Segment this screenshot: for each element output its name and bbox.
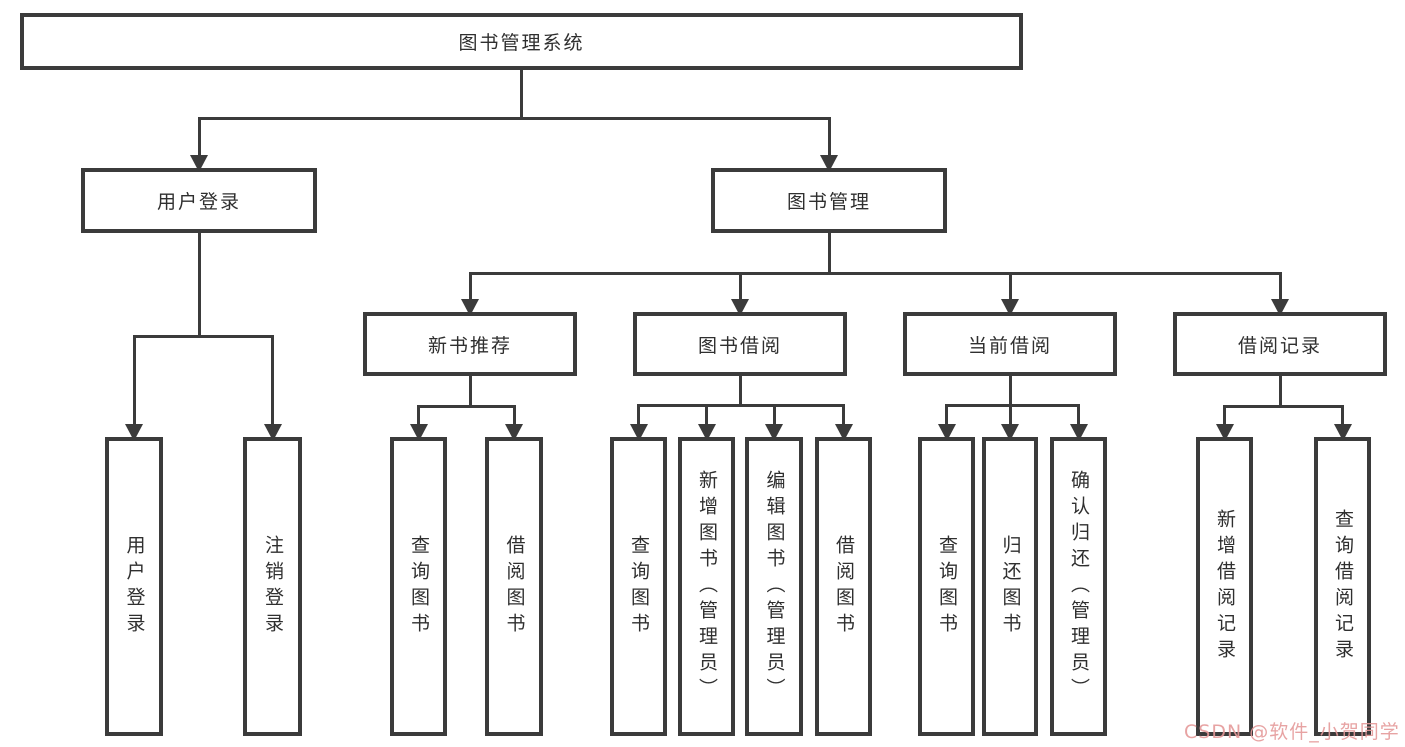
- node-query-books-2: 查询图书: [610, 437, 667, 736]
- node-borrow-books-2: 借阅图书: [815, 437, 872, 736]
- connector-drop-borrow-books-1: [512, 406, 516, 424]
- connector-drop-borrowing-records: [1278, 273, 1282, 299]
- connector-drop-query-books-1: [417, 406, 420, 424]
- connector-bar-borrowing-records: [1223, 404, 1344, 408]
- connector-drop-confirm-return-admin: [1077, 405, 1080, 424]
- connector-drop-query-borrow-record: [1341, 406, 1344, 424]
- node-user-login-leaf: 用户登录: [105, 437, 163, 736]
- connector-drop-add-borrow-record: [1223, 406, 1226, 424]
- node-edit-books-admin: 编辑图书（管理员）: [745, 437, 803, 736]
- connector-drop-query-books-2: [637, 405, 640, 424]
- arrowhead-borrow-books-1: [505, 424, 523, 441]
- connector-stem-book-borrowing: [738, 374, 742, 407]
- node-query-borrow-record: 查询借阅记录: [1314, 437, 1371, 736]
- connector-drop-logout: [271, 336, 274, 424]
- arrowhead-return-books: [1001, 424, 1019, 441]
- connector-stem-borrowing-records: [1278, 374, 1282, 408]
- connector-bar-library-system: [197, 116, 831, 120]
- node-add-books-admin: 新增图书（管理员）: [678, 437, 735, 736]
- arrowhead-borrowing-records: [1271, 299, 1289, 316]
- arrowhead-user-login: [190, 155, 208, 172]
- connector-bar-user-login: [132, 334, 274, 338]
- csdn-watermark: CSDN @软件_小贺同学: [1184, 721, 1400, 743]
- connector-drop-borrow-books-2: [842, 405, 845, 424]
- node-label-book-borrowing: 图书借阅: [697, 334, 782, 357]
- node-borrow-books-1: 借阅图书: [485, 437, 543, 736]
- arrowhead-borrow-books-2: [834, 424, 853, 441]
- connector-drop-user-login-leaf: [132, 336, 136, 424]
- connector-stem-user-login: [197, 231, 201, 338]
- node-label-library-system: 图书管理系统: [458, 32, 585, 54]
- connector-bar-book-management: [468, 271, 1282, 275]
- node-logout: 注销登录: [243, 437, 302, 736]
- node-label-borrow-books-2: 借阅图书: [833, 534, 855, 639]
- node-label-borrow-books-1: 借阅图书: [503, 534, 526, 639]
- node-label-current-borrowing: 当前借阅: [967, 334, 1052, 357]
- node-label-query-books-3: 查询图书: [936, 534, 958, 639]
- connector-drop-book-borrowing: [738, 273, 742, 299]
- arrowhead-confirm-return-admin: [1069, 424, 1088, 441]
- connector-bar-current-borrowing: [945, 403, 1080, 407]
- arrowhead-book-management: [820, 155, 838, 172]
- node-add-borrow-record: 新增借阅记录: [1196, 437, 1253, 736]
- connector-stem-book-management: [827, 231, 831, 275]
- connector-drop-edit-books-admin: [772, 405, 776, 424]
- node-return-books: 归还图书: [982, 437, 1038, 736]
- node-query-books-1: 查询图书: [390, 437, 447, 736]
- node-label-return-books: 归还图书: [999, 534, 1022, 639]
- arrowhead-logout: [263, 424, 282, 441]
- connector-drop-new-book-recommend: [468, 273, 472, 299]
- arrowhead-add-borrow-record: [1215, 424, 1234, 441]
- node-label-edit-books-admin: 编辑图书（管理员）: [763, 469, 786, 704]
- node-query-books-3: 查询图书: [918, 437, 975, 736]
- arrowhead-add-books-admin: [697, 424, 716, 441]
- node-current-borrowing: 当前借阅: [903, 312, 1117, 376]
- node-library-system: 图书管理系统: [20, 13, 1023, 70]
- connector-drop-add-books-admin: [705, 405, 708, 424]
- node-user-login: 用户登录: [81, 168, 317, 233]
- arrowhead-book-borrowing: [731, 299, 749, 316]
- arrowhead-query-books-1: [409, 424, 428, 441]
- node-label-user-login-leaf: 用户登录: [123, 534, 146, 639]
- connector-stem-current-borrowing: [1008, 374, 1012, 407]
- node-label-add-books-admin: 新增图书（管理员）: [696, 469, 718, 704]
- connector-drop-book-management: [827, 118, 831, 155]
- node-new-book-recommend: 新书推荐: [363, 312, 577, 376]
- node-book-borrowing: 图书借阅: [633, 312, 847, 376]
- node-label-logout: 注销登录: [262, 534, 284, 639]
- arrowhead-query-borrow-record: [1333, 424, 1352, 441]
- connector-drop-query-books-3: [945, 405, 948, 424]
- connector-drop-user-login: [197, 118, 201, 155]
- arrowhead-query-books-2: [629, 424, 648, 441]
- connector-bar-new-book-recommend: [417, 404, 516, 408]
- node-label-query-books-2: 查询图书: [628, 534, 650, 639]
- node-label-query-books-1: 查询图书: [408, 534, 430, 639]
- connector-stem-library-system: [520, 68, 523, 120]
- arrowhead-current-borrowing: [1001, 299, 1019, 316]
- node-label-confirm-return-admin: 确认归还（管理员）: [1068, 469, 1090, 704]
- node-label-new-book-recommend: 新书推荐: [427, 334, 512, 357]
- connector-bar-book-borrowing: [637, 403, 845, 407]
- connector-drop-return-books: [1008, 405, 1012, 424]
- node-label-user-login: 用户登录: [156, 191, 241, 213]
- node-book-management: 图书管理: [711, 168, 947, 233]
- arrowhead-query-books-3: [937, 424, 956, 441]
- arrowhead-edit-books-admin: [765, 424, 783, 441]
- node-label-book-management: 图书管理: [786, 191, 871, 213]
- connector-drop-current-borrowing: [1008, 273, 1012, 299]
- node-label-add-borrow-record: 新增借阅记录: [1214, 508, 1236, 665]
- node-label-borrowing-records: 借阅记录: [1237, 334, 1322, 357]
- connector-stem-new-book-recommend: [468, 374, 472, 408]
- node-label-query-borrow-record: 查询借阅记录: [1332, 508, 1354, 665]
- node-confirm-return-admin: 确认归还（管理员）: [1050, 437, 1107, 736]
- arrowhead-user-login-leaf: [125, 424, 143, 441]
- arrowhead-new-book-recommend: [461, 299, 479, 316]
- node-borrowing-records: 借阅记录: [1173, 312, 1387, 376]
